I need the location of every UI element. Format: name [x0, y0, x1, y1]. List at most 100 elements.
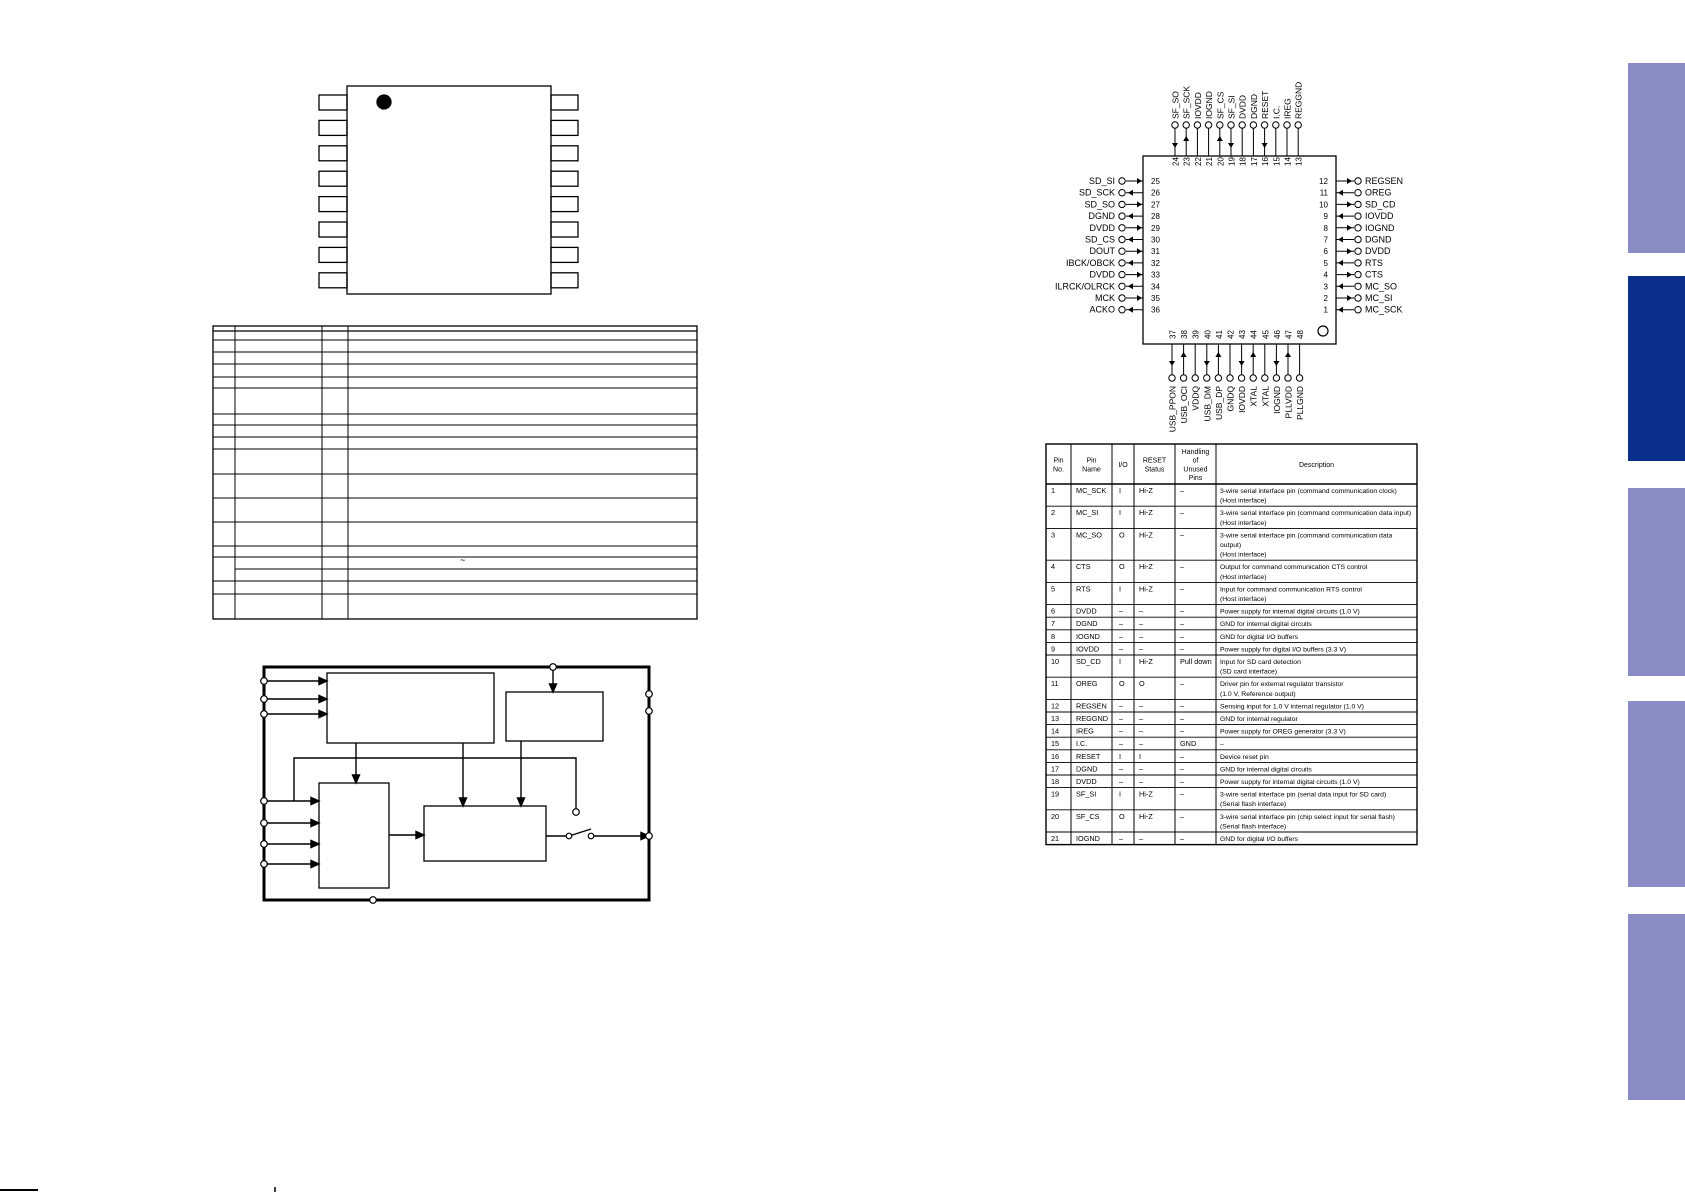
svg-text:REGSEN: REGSEN [1365, 176, 1403, 186]
svg-text:DVDD: DVDD [1076, 607, 1097, 616]
svg-text:IBCK/OBCK: IBCK/OBCK [1066, 258, 1115, 268]
svg-text:GND for internal digital circu: GND for internal digital circuits [1220, 766, 1312, 773]
sop-pin [318, 221, 348, 238]
svg-text:O: O [1119, 562, 1125, 571]
block-diagram [260, 663, 653, 904]
index-tab-2-active[interactable] [1628, 276, 1685, 461]
svg-text:–: – [1119, 607, 1124, 616]
svg-text:IOVDD: IOVDD [1193, 92, 1203, 119]
index-tab-3[interactable] [1628, 488, 1685, 676]
pin1-index-icon [1317, 325, 1329, 337]
svg-text:3: 3 [1324, 282, 1329, 291]
qfp-pin-top: IOVDD 22 [1193, 92, 1203, 166]
svg-text:DVDD: DVDD [1365, 246, 1391, 256]
svg-text:27: 27 [1151, 200, 1160, 209]
qfp-pin-right: REGSEN 12 [1319, 176, 1403, 186]
svg-text:24: 24 [1172, 157, 1181, 166]
svg-text:MC_SCK: MC_SCK [1365, 305, 1403, 315]
svg-text:29: 29 [1151, 224, 1160, 233]
svg-text:–: – [1119, 714, 1124, 723]
svg-text:GND for internal digital circu: GND for internal digital circuits [1220, 621, 1312, 628]
svg-text:–: – [1119, 632, 1124, 641]
qfp-pin-right: MC_SI2 [1324, 293, 1393, 303]
svg-text:DGND: DGND [1076, 619, 1098, 628]
svg-text:–: – [1180, 777, 1185, 786]
svg-text:SD_SI: SD_SI [1089, 176, 1115, 186]
svg-text:12: 12 [1051, 701, 1059, 710]
svg-text:–: – [1139, 607, 1144, 616]
svg-text:IOGND: IOGND [1272, 386, 1282, 414]
svg-text:Power supply for internal digi: Power supply for internal digital circui… [1220, 609, 1360, 616]
svg-text:36: 36 [1151, 306, 1160, 315]
svg-text:SF_SI: SF_SI [1227, 95, 1237, 119]
block-diagram-frame [262, 665, 651, 902]
block-top-left [326, 672, 495, 744]
svg-text:Power supply for internal digi: Power supply for internal digital circui… [1220, 779, 1360, 786]
svg-text:XTAL: XTAL [1260, 386, 1270, 407]
svg-text:USB_DP: USB_DP [1214, 386, 1224, 420]
svg-text:–: – [1180, 562, 1185, 571]
svg-text:GND for digital I/O buffers: GND for digital I/O buffers [1220, 634, 1299, 641]
svg-text:–: – [1119, 701, 1124, 710]
svg-text:40: 40 [1203, 330, 1212, 339]
svg-text:–: – [1180, 812, 1185, 821]
svg-text:3-wire serial interface pin (c: 3-wire serial interface pin (command com… [1220, 510, 1411, 527]
svg-text:22: 22 [1194, 157, 1203, 166]
svg-text:25: 25 [1151, 177, 1160, 186]
svg-text:2: 2 [1051, 508, 1055, 517]
block-top-right [505, 691, 604, 742]
svg-text:GNDQ: GNDQ [1226, 386, 1236, 412]
svg-text:O: O [1139, 679, 1145, 688]
svg-text:–: – [1139, 701, 1144, 710]
svg-text:USB_OCI: USB_OCI [1179, 386, 1189, 423]
svg-text:CTS: CTS [1076, 562, 1091, 571]
svg-text:35: 35 [1151, 294, 1160, 303]
svg-text:Pull down: Pull down [1180, 657, 1212, 666]
svg-text:2: 2 [1324, 294, 1329, 303]
svg-text:19: 19 [1228, 157, 1237, 166]
svg-text:33: 33 [1151, 271, 1160, 280]
svg-text:–: – [1180, 701, 1185, 710]
svg-text:PLLGND: PLLGND [1295, 386, 1305, 420]
qfp-top-pins: SF_SO24SF_SCK23IOVDD22IOGND21SF_CS20SF_S… [1171, 82, 1304, 166]
svg-text:17: 17 [1051, 764, 1059, 773]
svg-text:I: I [1119, 790, 1121, 799]
index-tab-4[interactable] [1628, 701, 1685, 887]
svg-text:SD_CD: SD_CD [1076, 657, 1101, 666]
svg-text:5: 5 [1324, 259, 1329, 268]
svg-text:DGND: DGND [1076, 764, 1098, 773]
svg-text:–: – [1180, 727, 1185, 736]
svg-text:–: – [1139, 619, 1144, 628]
svg-text:15: 15 [1051, 739, 1059, 748]
sop-pin [550, 272, 579, 289]
svg-text:Input for command communicatio: Input for command communication RTS cont… [1220, 586, 1362, 603]
svg-text:21: 21 [1051, 834, 1059, 843]
svg-text:26: 26 [1151, 189, 1160, 198]
svg-text:30: 30 [1151, 236, 1160, 245]
index-tab-1[interactable] [1628, 63, 1685, 253]
index-tab-5[interactable] [1628, 914, 1685, 1100]
sop-ic-body [346, 85, 552, 295]
svg-text:12: 12 [1319, 177, 1328, 186]
svg-text:–: – [1180, 486, 1185, 495]
svg-text:DVDD: DVDD [1089, 270, 1115, 280]
svg-text:–: – [1180, 607, 1185, 616]
svg-text:–: – [1139, 739, 1144, 748]
sop-pin [318, 246, 348, 264]
sop-pin [550, 195, 579, 213]
